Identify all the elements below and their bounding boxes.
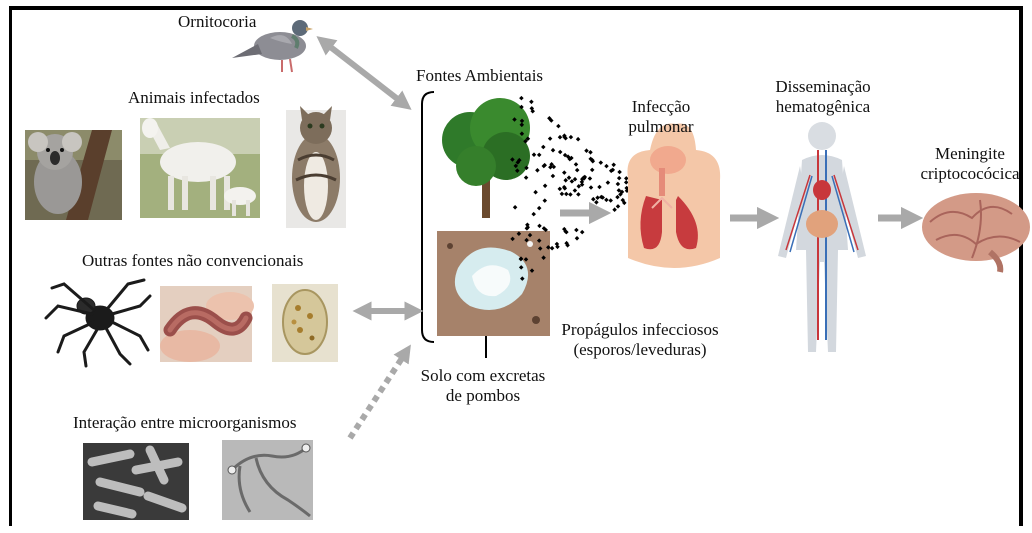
propagule-dot — [549, 245, 555, 251]
propagule-dot — [563, 178, 568, 183]
propagule-dot — [612, 207, 617, 212]
propagule-dot — [559, 191, 565, 197]
tree-photo — [442, 98, 530, 218]
propagule-dot — [608, 198, 613, 203]
environmental-sources-bracket — [421, 91, 435, 343]
propagule-dot — [510, 157, 515, 162]
propagule-dot — [573, 162, 579, 167]
propagule-dot — [584, 148, 589, 153]
propagule-dot — [520, 276, 525, 281]
propagule-dot — [542, 183, 548, 189]
circulatory-system-illustration — [778, 122, 866, 352]
flow-arrows — [316, 36, 924, 440]
propagule-dot — [611, 162, 616, 168]
soil-droppings-photo — [437, 231, 550, 336]
propagule-dot — [597, 184, 602, 190]
propagule-dot — [541, 144, 546, 150]
propagule-dot — [576, 192, 581, 197]
propagule-dot — [531, 211, 536, 217]
microorganism-interaction-arrow — [347, 344, 411, 440]
propagule-dot — [568, 134, 574, 140]
propagule-dot — [623, 180, 629, 185]
diagram-frame — [9, 6, 1023, 526]
propagule-dot — [537, 223, 542, 229]
propagule-dot — [557, 134, 563, 140]
propagule-dot — [518, 265, 524, 270]
propagule-dot — [589, 167, 595, 173]
respiratory-system-illustration — [627, 123, 721, 268]
propagule-dot — [604, 197, 609, 203]
propagule-dot — [519, 95, 524, 101]
propagule-dot — [572, 188, 578, 193]
environmental-sources-label: Fontes Ambientais — [416, 66, 544, 85]
propagule-dot — [518, 256, 524, 262]
cat-photo — [286, 106, 346, 228]
propagule-dot — [512, 205, 518, 210]
protozoa-micrograph — [272, 284, 338, 362]
propagule-dot — [562, 170, 567, 175]
goat-photo — [140, 118, 260, 218]
spider-photo — [44, 278, 152, 368]
ornitocoria-label: Ornitocoria — [178, 12, 257, 31]
propagule-dot — [541, 255, 546, 260]
brain-illustration — [922, 193, 1030, 273]
propagule-dot — [523, 257, 529, 262]
fungal-hyphae-micrograph — [222, 440, 313, 520]
infected-animals-label: Animais infectados — [128, 88, 260, 107]
propagule-dot — [588, 185, 594, 190]
propagule-dot — [536, 152, 542, 158]
propagule-dot — [557, 186, 563, 192]
other-sources-label: Outras fontes não convencionais — [82, 251, 304, 270]
propagule-dot — [542, 198, 548, 203]
propagule-dot — [604, 163, 609, 169]
propagule-dot — [594, 200, 599, 205]
propagule-dot — [588, 150, 593, 155]
propagule-dot — [574, 227, 579, 233]
propagule-dot — [598, 160, 604, 165]
propagule-dot — [605, 180, 611, 185]
propagule-dot — [557, 149, 563, 155]
propagule-dot — [536, 205, 542, 211]
propagule-dot — [529, 268, 535, 273]
propagule-dot — [615, 194, 620, 200]
propagule-dot — [531, 152, 537, 157]
propagule-dot — [566, 175, 572, 180]
propagule-dot — [574, 167, 580, 173]
infectious-propagules-label: Propágulos infecciosos(esporos/leveduras… — [561, 320, 719, 359]
propagule-dot — [617, 169, 622, 175]
propagule-dot — [574, 236, 580, 241]
earthworm-photo — [160, 286, 254, 362]
propagule-dot — [595, 195, 600, 200]
propagule-dot — [533, 189, 538, 195]
propagule-dot — [615, 181, 621, 187]
microorganism-interaction-label: Interação entre microorganismos — [73, 413, 297, 432]
propagule-dot — [579, 229, 585, 235]
pigeon-icon — [232, 20, 313, 73]
koala-photo — [25, 130, 122, 220]
propagule-dot — [556, 123, 561, 129]
propagule-dot — [550, 147, 556, 153]
ornitocoria-double-arrow — [316, 36, 412, 110]
propagule-dot — [616, 175, 622, 181]
propagule-dot — [587, 176, 593, 181]
propagule-dot — [568, 192, 573, 197]
propagule-dot — [523, 175, 529, 180]
propagule-dot — [615, 204, 621, 209]
propagule-dot — [575, 136, 581, 142]
propagule-dot — [547, 136, 553, 141]
propagule-dot — [535, 168, 540, 173]
propagule-dot — [564, 191, 569, 197]
propagule-dot — [550, 173, 556, 179]
propagule-dot — [591, 196, 596, 202]
propagule-dot — [529, 99, 534, 105]
bacteria-micrograph — [83, 443, 189, 520]
